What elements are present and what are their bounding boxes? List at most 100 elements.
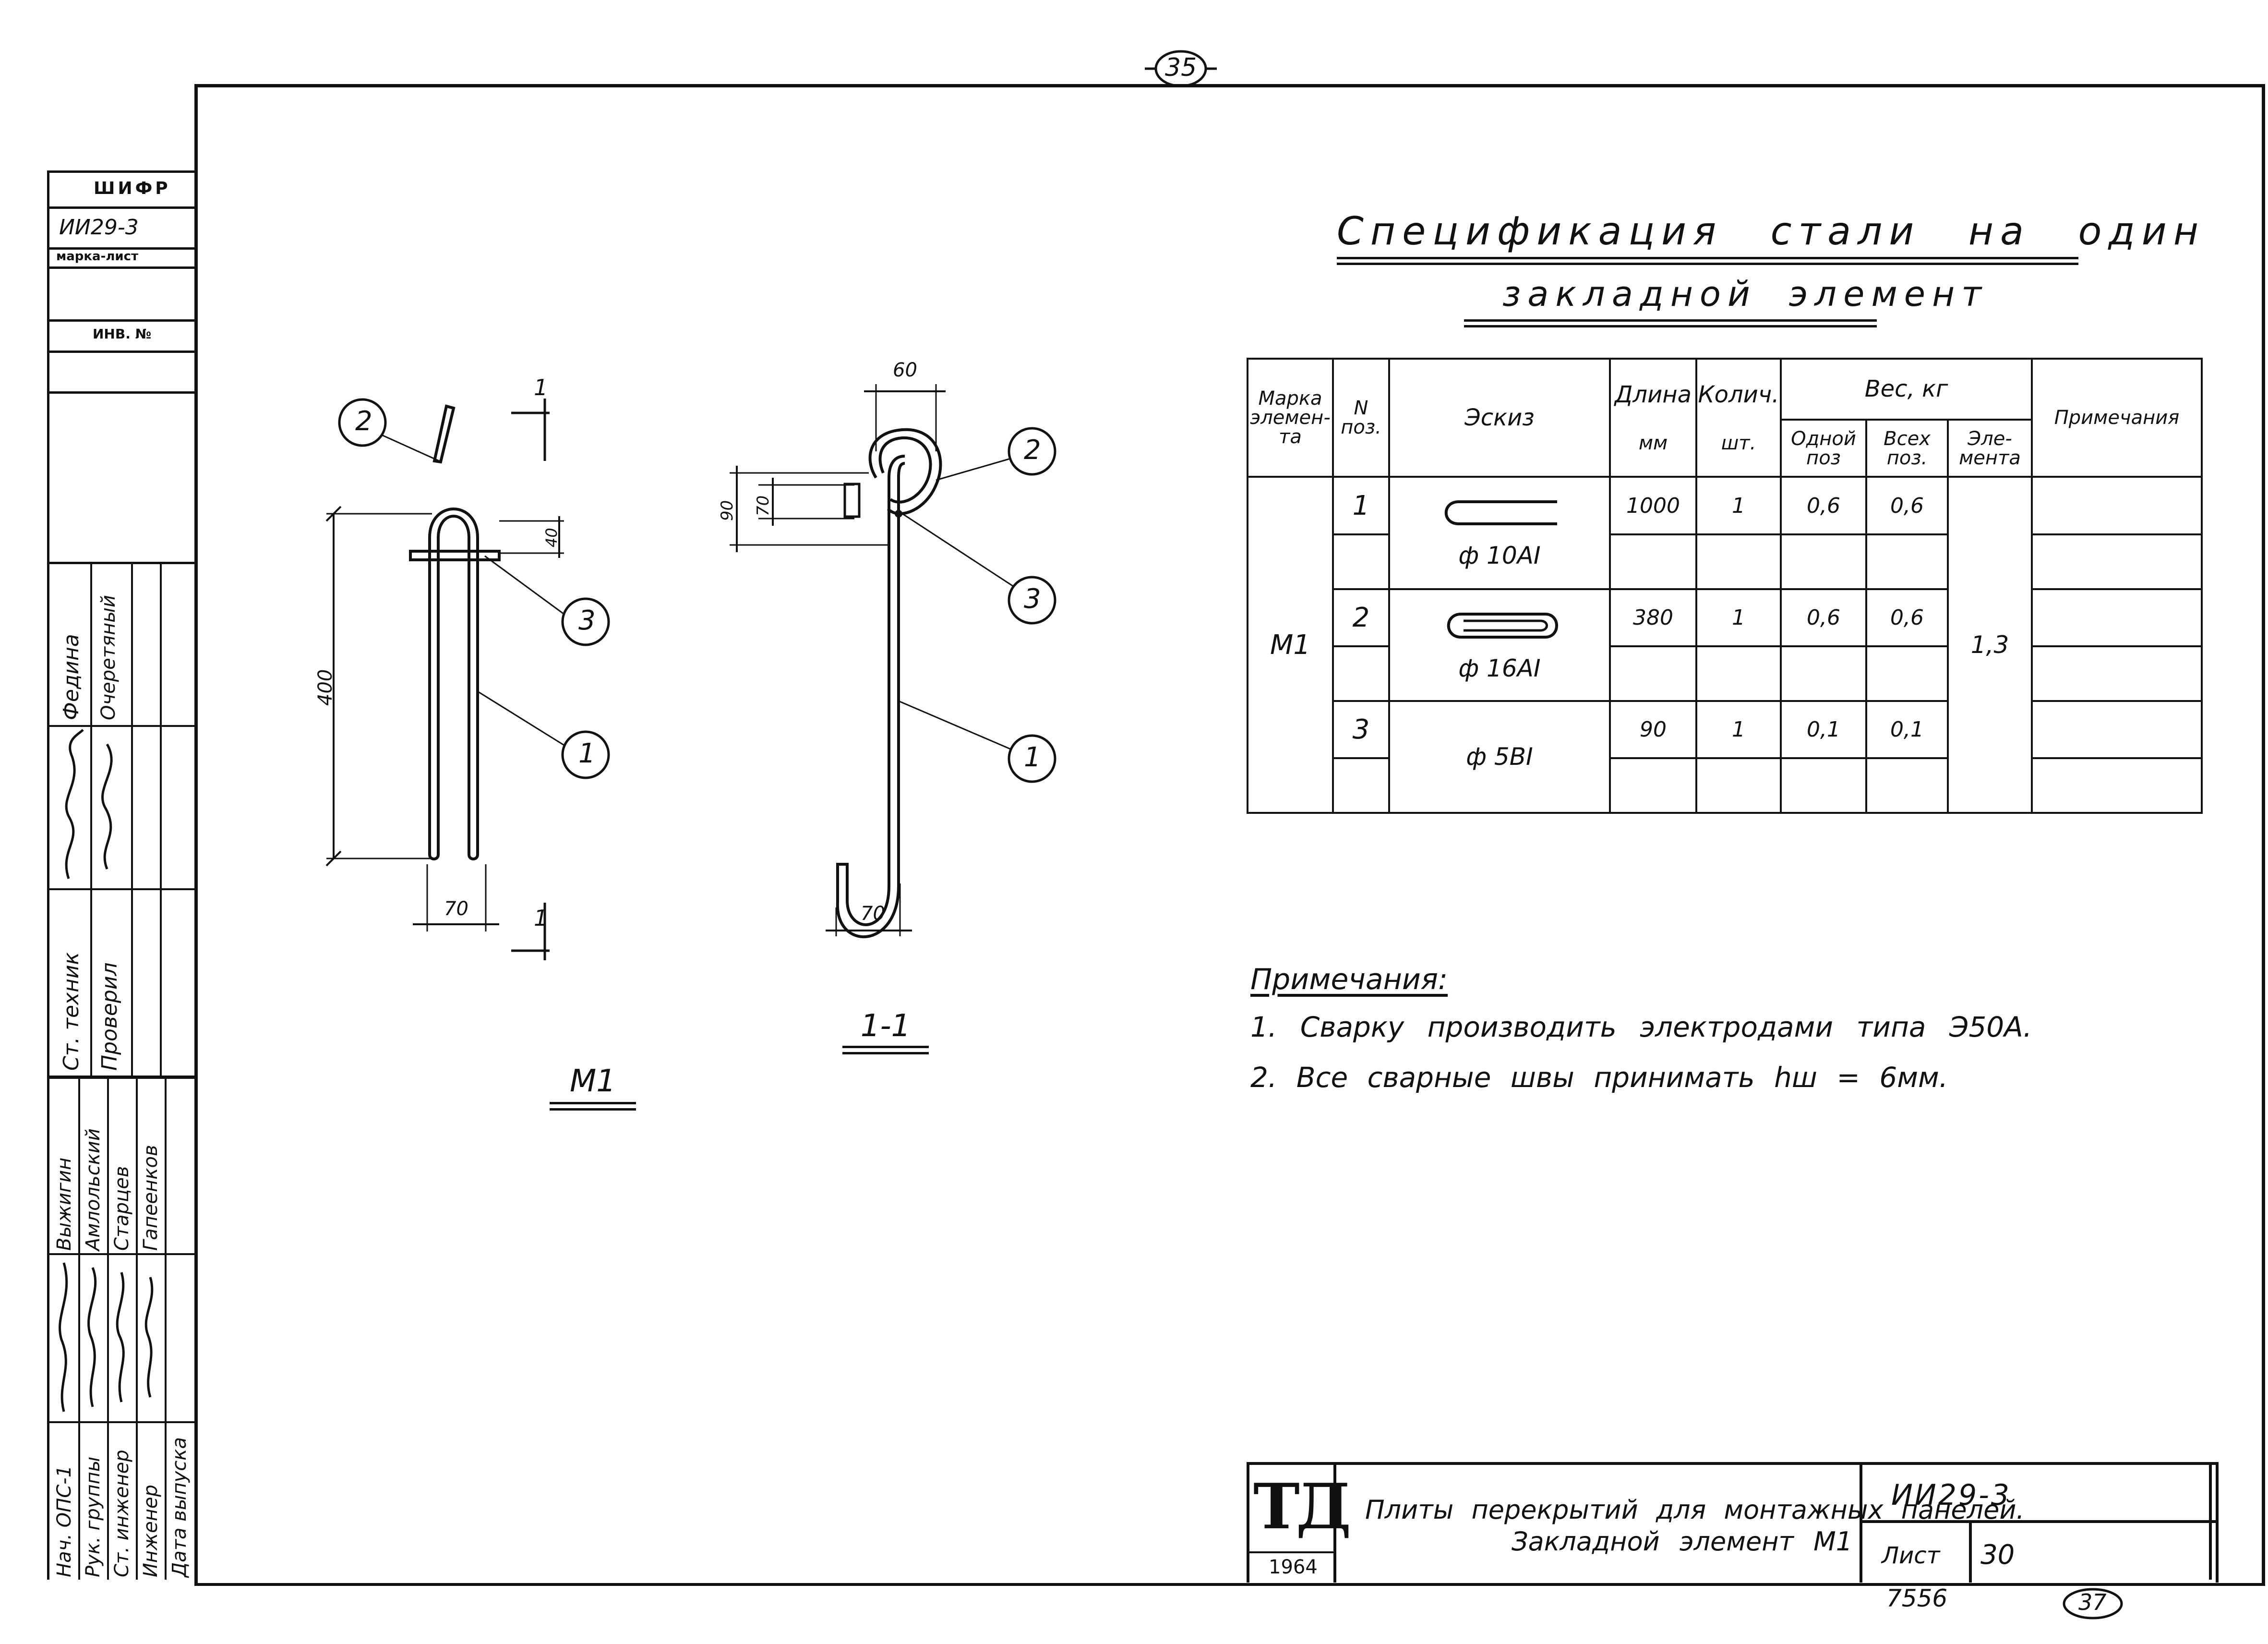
signature-tech bbox=[65, 729, 113, 879]
hdr-length-text: Длина bbox=[1614, 381, 1692, 409]
sec-callout-1: 1 bbox=[1024, 742, 1041, 773]
cell-wone-2b bbox=[1780, 645, 1867, 702]
cell-profile-3: ф 5ВI bbox=[1466, 743, 1533, 771]
cell-qty-3: 1 bbox=[1695, 700, 1782, 760]
hdr-length-unit: мм bbox=[1638, 432, 1668, 455]
role-tech: Ст. техник bbox=[59, 952, 84, 1071]
name-head: Выжигин bbox=[53, 1157, 75, 1251]
cell-wall-2b bbox=[1865, 645, 1949, 702]
spec-table: Марка элемен-та N поз. Эскиз Длина мм Ко… bbox=[1247, 357, 2203, 814]
cell-note-2b bbox=[2031, 645, 2203, 702]
sec-callout-3: 3 bbox=[1024, 583, 1041, 615]
cell-length-1: 1000 bbox=[1609, 476, 1697, 536]
role-group: Рук. группы bbox=[82, 1456, 104, 1577]
sheet-label-cell: Лист bbox=[1860, 1523, 1972, 1583]
grid-bottom: Нач. ОПС-1 Рук. группы Ст. инженер Инжен… bbox=[49, 1076, 194, 1580]
inv-label: ИНВ. № bbox=[93, 326, 152, 342]
cell-length-3: 90 bbox=[1609, 700, 1697, 760]
cell-wone-1b bbox=[1780, 533, 1867, 590]
sketch-bar-1 bbox=[1444, 500, 1557, 526]
bottom-mark-right: 37 bbox=[2054, 1584, 2131, 1623]
cell-wall-1b bbox=[1865, 533, 1949, 590]
blank-box-3 bbox=[49, 391, 194, 564]
m1-callout-2: 2 bbox=[355, 406, 372, 437]
role-date: Дата выпуска bbox=[168, 1437, 191, 1577]
cell-pos-3: 3 bbox=[1332, 700, 1390, 760]
bottom-mark-right-text: 37 bbox=[2078, 1589, 2107, 1615]
title-block: ТД 1964 Плиты перекрытий для монтажных п… bbox=[1247, 1462, 2219, 1583]
cell-note-2 bbox=[2031, 588, 2203, 648]
m1-section-mark-top: 1 bbox=[534, 375, 548, 400]
spec-title-line2: закладной элемент bbox=[1502, 274, 1989, 314]
cell-profile-1: ф 10АI bbox=[1458, 542, 1541, 570]
sheet-mark-box: марка-лист bbox=[49, 247, 194, 269]
sec-dim-top: 60 bbox=[893, 359, 917, 381]
role-head: Нач. ОПС-1 bbox=[53, 1465, 75, 1577]
m1-callout-3: 3 bbox=[578, 605, 596, 636]
title-block-rightline bbox=[2209, 1462, 2212, 1580]
cell-pos-1: 1 bbox=[1332, 476, 1390, 536]
cell-wone-2: 0,6 bbox=[1780, 588, 1867, 648]
grid-top: Ст. техник Проверил Федина Очеретяный bbox=[49, 562, 194, 1079]
cell-element-mark: М1 bbox=[1247, 476, 1334, 814]
cell-note-1 bbox=[2031, 476, 2203, 536]
cell-wone-1: 0,6 bbox=[1780, 476, 1867, 536]
sheet-number-cell: 30 bbox=[1969, 1523, 2027, 1583]
title-line2: Закладной элемент М1 bbox=[1512, 1526, 1853, 1557]
code-value-box: ИИ29-3 bbox=[49, 206, 194, 250]
m1-dim-top: 40 bbox=[542, 528, 561, 547]
cell-qty-1b bbox=[1695, 533, 1782, 590]
bottom-mark-oval bbox=[2063, 1588, 2123, 1620]
sheet-label: Лист bbox=[1882, 1542, 1940, 1569]
code-value: ИИ29-3 bbox=[59, 215, 139, 240]
cell-wall-3: 0,1 bbox=[1865, 700, 1949, 760]
sec-dim-width: 70 bbox=[861, 903, 885, 925]
m1-caption-text: М1 bbox=[570, 1064, 616, 1099]
cell-profile-2: ф 16АI bbox=[1458, 654, 1541, 683]
hdr-pos: N поз. bbox=[1332, 357, 1390, 478]
m1-dim-width: 70 bbox=[444, 898, 468, 920]
cell-pos-3b bbox=[1332, 757, 1390, 814]
name-group: Амлольский bbox=[82, 1128, 104, 1251]
cell-qty-1: 1 bbox=[1695, 476, 1782, 536]
m1-section-mark-bottom: 1 bbox=[534, 905, 548, 931]
title-line1: Плиты перекрытий для монтажных панелей. bbox=[1365, 1495, 2025, 1525]
cell-wall-2: 0,6 bbox=[1865, 588, 1949, 648]
role-senior-eng: Ст. инженер bbox=[111, 1450, 133, 1577]
title-text: Плиты перекрытий для монтажных панелей. … bbox=[1336, 1465, 2025, 1583]
title-code: ИИ29-3 bbox=[1891, 1478, 2011, 1512]
hdr-length: Длина мм bbox=[1609, 357, 1697, 478]
year: 1964 bbox=[1269, 1556, 1318, 1578]
drawing-frame bbox=[194, 84, 2265, 1586]
m1-dim-height: 400 bbox=[314, 669, 336, 706]
hdr-qty-text: Колич. bbox=[1698, 381, 1779, 409]
hdr-notes: Примечания bbox=[2031, 357, 2203, 478]
drawing-section bbox=[730, 384, 1056, 939]
cell-length-1b bbox=[1609, 533, 1697, 590]
note-1: 1. Сварку производить электродами типа Э… bbox=[1250, 1011, 2032, 1043]
spec-title-line1: Спецификация стали на один bbox=[1337, 209, 2206, 254]
cell-pos-2b bbox=[1332, 645, 1390, 702]
note-2: 2. Все сварные швы принимать hш = 6мм. bbox=[1250, 1061, 1948, 1094]
cell-note-3b bbox=[2031, 757, 2203, 814]
cell-wall-1: 0,6 bbox=[1865, 476, 1949, 536]
sec-callout-2: 2 bbox=[1024, 435, 1041, 466]
cell-wone-3b bbox=[1780, 757, 1867, 814]
hdr-weight: Вес, кг bbox=[1779, 358, 2033, 421]
blank-box bbox=[49, 266, 194, 322]
spec-title: Спецификация стали на один bbox=[1337, 209, 2198, 254]
name-checked: Очеретяный bbox=[97, 595, 120, 720]
signatures-bottom bbox=[59, 1262, 154, 1412]
name-eng: Гапеенков bbox=[140, 1145, 162, 1251]
cell-length-3b bbox=[1609, 757, 1697, 814]
sec-dim-70: 70 bbox=[754, 495, 773, 516]
hdr-mark: Марка элемен-та bbox=[1247, 357, 1334, 478]
org-logo: ТД bbox=[1253, 1470, 1351, 1543]
drawing-m1 bbox=[325, 398, 610, 960]
m1-caption: М1 bbox=[550, 1064, 636, 1111]
cell-wall-3b bbox=[1865, 757, 1949, 814]
sec-dim-90: 90 bbox=[718, 500, 737, 521]
notes-title: Примечания: bbox=[1250, 963, 1448, 996]
code-cell: ИИ29-3 bbox=[1860, 1465, 2216, 1523]
sheet-mark-label: марка-лист bbox=[56, 249, 139, 264]
